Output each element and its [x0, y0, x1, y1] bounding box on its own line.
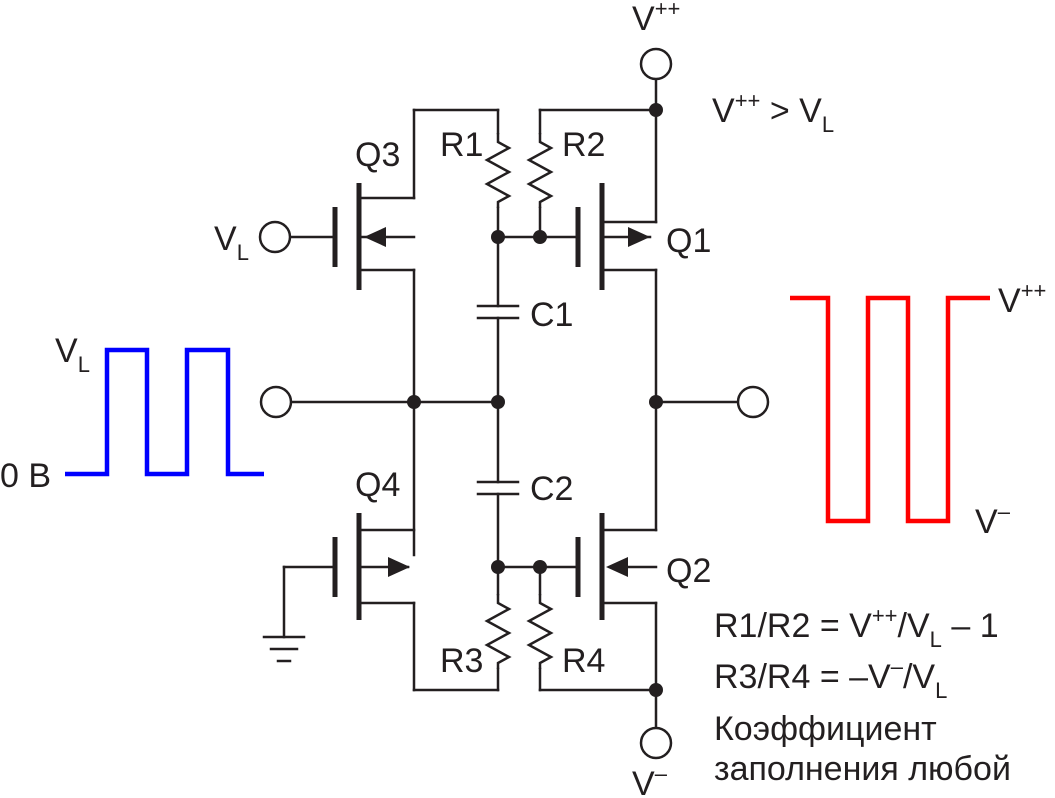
vm-wave-label: V– — [975, 499, 1011, 541]
r3-label: R3 — [440, 642, 483, 680]
junction-dot — [649, 395, 663, 409]
vm-bottom-label: V– — [632, 761, 668, 798]
vl-terminal — [258, 220, 292, 254]
q1-label: Q1 — [666, 222, 711, 260]
junction-dot — [649, 683, 663, 697]
output-waveform — [790, 295, 990, 524]
q2-label: Q2 — [666, 552, 711, 590]
junction-dot — [649, 103, 663, 117]
q4-label: Q4 — [355, 466, 400, 504]
junction-dot — [407, 395, 421, 409]
vm-terminal — [639, 726, 673, 760]
junction-dot — [533, 230, 547, 244]
r1-label: R1 — [440, 126, 483, 164]
vpp-terminal — [639, 47, 673, 81]
junction-dot — [491, 230, 505, 244]
input-terminal — [259, 385, 293, 419]
ground-icon — [262, 635, 306, 663]
transistor-q2 — [575, 513, 658, 620]
resistor-r3 — [484, 594, 512, 669]
junction-dot — [533, 560, 547, 574]
resistor-r2 — [526, 133, 554, 208]
duty-note-line1: Коэффициент — [714, 710, 937, 748]
c1-label: C1 — [530, 296, 573, 334]
q1-arrow-icon — [628, 227, 650, 247]
junction-dots — [407, 103, 663, 697]
capacitor-c2 — [476, 480, 520, 496]
q3-label: Q3 — [355, 136, 400, 174]
equation-r1-r2: R1/R2 = V++/VL – 1 — [714, 603, 999, 652]
resistor-r1 — [484, 133, 512, 208]
q2-arrow-icon — [606, 557, 628, 577]
q4-arrow-icon — [388, 557, 410, 577]
q3-arrow-icon — [364, 227, 386, 247]
wiring — [282, 78, 740, 730]
junction-dot — [491, 395, 505, 409]
transistor-q3 — [332, 183, 416, 290]
capacitor-c1 — [476, 304, 520, 320]
duty-note-line2: заполнения любой — [714, 750, 1011, 788]
equation-r3-r4: R3/R4 = –V–/VL — [714, 654, 947, 703]
resistor-r4 — [526, 594, 554, 669]
junction-dot — [491, 560, 505, 574]
vl-wave-label: VL — [55, 332, 90, 377]
vpp-top-label: V++ — [632, 0, 680, 38]
c2-label: C2 — [530, 470, 573, 508]
condition-label: V++ > VL — [712, 88, 834, 137]
output-terminal — [736, 385, 770, 419]
zero-volt-label: 0 B — [0, 457, 51, 495]
r4-label: R4 — [562, 642, 605, 680]
input-waveform — [65, 347, 264, 477]
vl-input-label: VL — [214, 220, 249, 265]
transistor-q4 — [332, 513, 410, 620]
r2-label: R2 — [562, 126, 605, 164]
vpp-wave-label: V++ — [998, 278, 1046, 320]
transistor-q1 — [575, 183, 658, 290]
